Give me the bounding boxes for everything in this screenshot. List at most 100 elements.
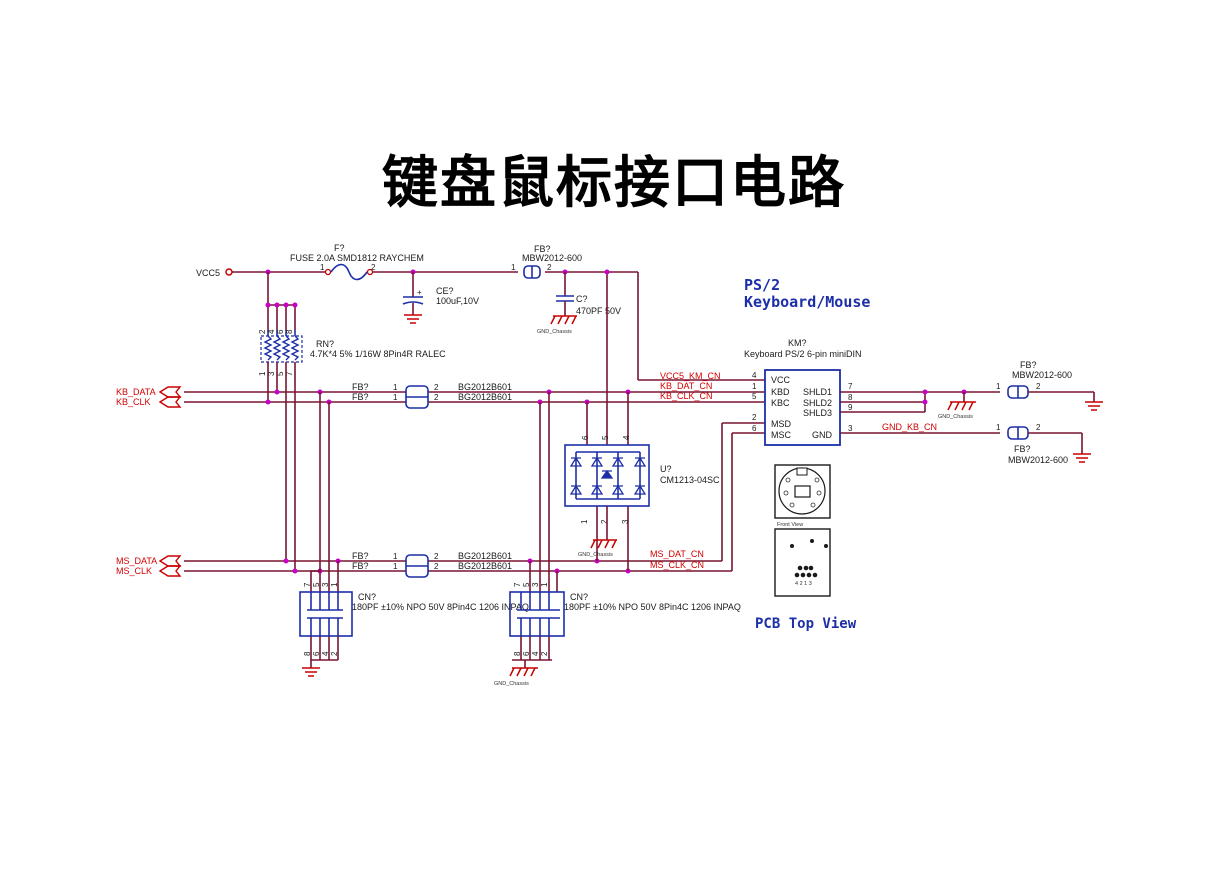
fb-right-1-ref: FB? [1020, 360, 1037, 370]
cn2-ref: CN? [570, 592, 588, 602]
page-title: 键盘鼠标接口电路 [382, 150, 846, 216]
pcb-top-view-label: PCB Top View [755, 616, 857, 632]
c-value: 470PF 50V [576, 306, 621, 316]
vcc5-km-cn-label: VCC5_KM_CN [660, 371, 721, 381]
km-pin-kbc: KBC [771, 398, 790, 408]
ms-dat-cn-label: MS_DAT_CN [650, 549, 704, 559]
svg-text:2: 2 [330, 651, 339, 656]
svg-text:7: 7 [848, 382, 853, 391]
svg-text:7: 7 [285, 371, 294, 376]
fb-ms-data-value: BG2012B601 [458, 551, 512, 561]
svg-text:2: 2 [540, 651, 549, 656]
svg-text:3: 3 [267, 371, 276, 376]
gnd-chassis-km: GND_Chassis [938, 414, 973, 420]
svg-text:3: 3 [848, 424, 853, 433]
svg-text:1: 1 [330, 582, 339, 587]
vcc5-label: VCC5 [196, 268, 220, 278]
svg-text:1: 1 [393, 552, 398, 561]
gnd-kb-cn-label: GND_KB_CN [882, 422, 937, 432]
capacitor-ce: + CE? 100uF,10V [402, 272, 479, 324]
svg-text:5: 5 [276, 371, 285, 376]
u-ref: U? [660, 464, 672, 474]
svg-text:6: 6 [752, 424, 757, 433]
kb-dat-cn-label: KB_DAT_CN [660, 381, 712, 391]
fb-right-1-value: MBW2012-600 [1012, 370, 1072, 380]
fb-top-ref: FB? [534, 244, 551, 254]
fb-kb-data-ref: FB? [352, 382, 369, 392]
gnd-chassis-c: GND_Chassis [537, 329, 572, 335]
c-ref: C? [576, 294, 588, 304]
km-pin-shld1: SHLD1 [803, 387, 832, 397]
rn-ref: RN? [316, 339, 334, 349]
connector-front-view: Front View [774, 464, 831, 528]
fuse-ref: F? [334, 243, 345, 253]
svg-text:1: 1 [752, 382, 757, 391]
svg-text:7: 7 [303, 582, 312, 587]
fuse-f: 1 2 F? FUSE 2.0A SMD1812 RAYCHEM [290, 243, 424, 281]
svg-text:6: 6 [522, 651, 531, 656]
svg-text:8: 8 [285, 329, 294, 334]
svg-text:2: 2 [434, 383, 439, 392]
svg-text:4: 4 [531, 651, 540, 656]
gnd-chassis-u: GND_Chassis [578, 552, 613, 558]
svg-text:7: 7 [513, 582, 522, 587]
ms-clk-cn-label: MS_CLK_CN [650, 560, 704, 570]
ferrite-beads-kb: 1 1 2 2 FB? FB? BG2012B601 BG2012B601 [352, 382, 512, 409]
svg-text:1: 1 [996, 382, 1001, 391]
svg-text:3: 3 [621, 519, 630, 524]
capacitor-c: GND_Chassis C? 470PF 50V [537, 272, 621, 335]
svg-text:1: 1 [258, 371, 267, 376]
km-ref: KM? [788, 338, 807, 348]
svg-text:2: 2 [600, 519, 609, 524]
svg-text:5: 5 [601, 435, 610, 440]
svg-text:1: 1 [511, 263, 516, 272]
km-pin-shld3: SHLD3 [803, 408, 832, 418]
svg-text:1: 1 [320, 263, 325, 272]
svg-text:9: 9 [848, 403, 853, 412]
gnd-chassis-cn2: GND_Chassis [494, 681, 529, 687]
section-title-ps2: PS/2 [744, 276, 780, 294]
svg-text:3: 3 [531, 582, 540, 587]
ms-data-label: MS_DATA [116, 556, 157, 566]
resistor-network-rn: 2 4 6 8 1 3 5 7 RN? 4.7K*4 5% 1/16W 8Pin… [258, 272, 446, 570]
kb-data-label: KB_DATA [116, 387, 156, 397]
fuse-value: FUSE 2.0A SMD1812 RAYCHEM [290, 253, 424, 263]
svg-text:8: 8 [303, 651, 312, 656]
svg-text:6: 6 [581, 435, 590, 440]
svg-text:2: 2 [434, 393, 439, 402]
fb-ms-clk-ref: FB? [352, 561, 369, 571]
svg-text:2: 2 [1036, 423, 1041, 432]
svg-text:2: 2 [434, 552, 439, 561]
km-pin-kbd: KBD [771, 387, 790, 397]
fb-top-value: MBW2012-600 [522, 253, 582, 263]
svg-text:2: 2 [434, 562, 439, 571]
ms-signal-lines: MS_DATA MS_CLK MS_DAT_CN MS_CLK_CN [116, 422, 765, 577]
svg-text:2: 2 [371, 263, 376, 272]
svg-text:4: 4 [321, 651, 330, 656]
svg-text:1: 1 [540, 582, 549, 587]
svg-text:5: 5 [752, 392, 757, 401]
km-pin-gnd: GND [812, 430, 833, 440]
ps2-connector-km: KM? Keyboard PS/2 6-pin miniDIN 4 1 5 2 … [744, 338, 1000, 446]
svg-text:1: 1 [393, 562, 398, 571]
km-pin-msc: MSC [771, 430, 792, 440]
fb-ms-clk-value: BG2012B601 [458, 561, 512, 571]
pcb-pin-numbers: 4 2 1 3 [795, 581, 812, 587]
km-pin-shld2: SHLD2 [803, 398, 832, 408]
connector-pcb-top-view: 4 2 1 3 PCB Top View [755, 528, 857, 632]
ferrite-beads-ms: 1 1 2 2 FB? FB? BG2012B601 BG2012B601 [352, 551, 512, 578]
cn2-value: 180PF ±10% NPO 50V 8Pin4C 1206 INPAQ [564, 602, 741, 612]
capacitor-network-cn1: 7 5 3 1 8 6 4 2 CN? 180PF ±10% NPO 50V 8… [299, 392, 529, 677]
km-value: Keyboard PS/2 6-pin miniDIN [744, 349, 862, 359]
svg-text:6: 6 [312, 651, 321, 656]
svg-text:8: 8 [848, 393, 853, 402]
svg-text:6: 6 [276, 329, 285, 334]
u-value: CM1213-04SC [660, 475, 720, 485]
svg-text:1: 1 [580, 519, 589, 524]
km-pin-msd: MSD [771, 419, 792, 429]
svg-text:+: + [417, 288, 422, 297]
svg-text:1: 1 [996, 423, 1001, 432]
svg-text:8: 8 [513, 651, 522, 656]
ce-value: 100uF,10V [436, 296, 479, 306]
